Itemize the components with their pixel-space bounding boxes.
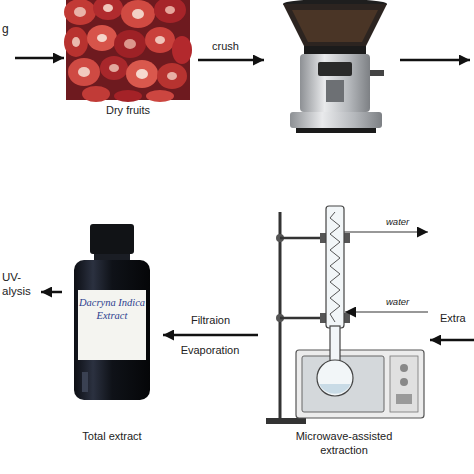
drawing-part [296,350,424,418]
drawing-part [82,372,88,392]
flow-arrow [15,57,64,60]
drawing-part [124,39,136,49]
drawing-part [319,384,351,394]
drawing-part [370,70,384,76]
drawing-part [320,313,326,323]
drawing-part [82,86,110,102]
drawing-part [317,360,353,396]
flow-arrow [198,59,264,62]
drawing-part [318,62,352,76]
drawing-part [154,0,186,23]
flow-arrow [430,339,474,342]
drawing-part [344,231,428,232]
extraction-apparatus [266,206,428,424]
flow-arrow [163,334,258,337]
drawing-part [300,54,370,112]
drawing-part [64,0,96,25]
drawing-part [165,6,175,14]
drawing-part [114,30,146,58]
drawing-part [345,311,428,312]
image-step: Dacryna Indica ExtractTotal extract [62,222,163,454]
dry-fruits-photo [64,0,192,102]
drawing-part [132,9,144,19]
drawing-part [145,27,175,53]
drawing-part [97,34,107,42]
drawing-part [121,0,155,28]
drawing-part [280,237,324,240]
drawing-part [78,290,146,360]
flow-arrow [41,291,62,294]
drawing-part [74,7,86,17]
cut-step: UV- alysis [2,270,41,312]
drawing-part [292,10,378,42]
node-caption: g [2,22,14,37]
image-step: Microwave-assisted extraction [258,200,430,464]
node-caption: Total extract [62,430,162,444]
drawing-part [283,4,387,46]
step-label: crush [212,40,239,54]
drawing-part [290,112,382,128]
drawing-part [330,326,340,362]
drawing-part [326,80,344,102]
drawing-part [304,46,366,54]
drawing-part [100,56,128,80]
drawing-part [146,90,174,102]
drawing-part [157,63,187,89]
drawing-part [78,67,90,77]
drawing-part [296,128,376,133]
drawing-part [280,317,324,320]
drawing-part [68,58,100,86]
drawing-part [400,364,408,372]
drawing-part [330,212,340,322]
drawing-part [155,36,165,44]
drawing-part [109,64,119,72]
flow-label: water [386,216,409,228]
node-caption: Dry fruits [64,104,192,118]
drawing-part [87,25,117,51]
drawing-part [167,72,177,80]
cut-step: Extra [440,312,474,350]
drawing-part [344,313,350,323]
bottle-label: Dacryna Indica Extract [78,296,146,322]
grinder-illustration [283,0,387,133]
drawing-part [72,37,80,47]
drawing-part [302,356,384,412]
flow-label: water [386,296,409,308]
drawing-part [90,224,134,254]
drawing-part [74,260,150,400]
drawing-part [93,0,123,20]
drawing-part [320,233,326,243]
step-label: Filtraion [189,314,232,327]
drawing-part [344,233,350,243]
drawing-part [390,356,418,412]
drawing-part [266,418,306,424]
node-caption: UV- alysis [2,270,40,299]
drawing-part [396,394,412,404]
extract-bottle [74,224,150,400]
drawing-part [136,69,148,79]
node-caption: Extra [440,312,472,326]
node-caption: Microwave-assisted extraction [284,430,404,458]
drawing-part [172,36,192,64]
drawing-part [64,27,88,57]
cut-step: g [0,18,15,66]
drawing-part [326,206,344,328]
drawing-part [126,60,158,88]
drawing-part [114,90,142,102]
flow-arrow [400,59,470,62]
image-step: Dry fruits [64,0,193,124]
step-label: Evaporation [170,344,250,358]
drawing-part [103,4,113,12]
drawing-part [400,378,408,386]
